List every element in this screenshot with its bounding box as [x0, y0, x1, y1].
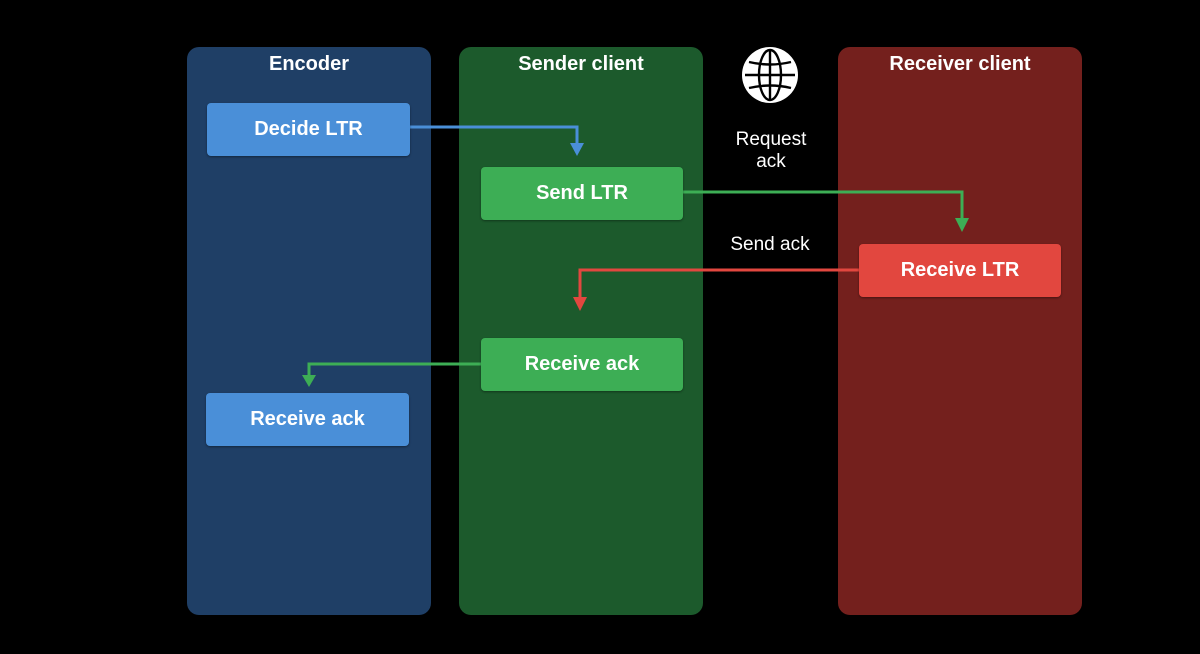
arrowhead-receive-ltr-to-receive-ack [573, 297, 587, 311]
arrow-receive-ltr-to-receive-ack [578, 268, 859, 300]
arrowhead-sender-ack-to-encoder-ack [302, 375, 316, 387]
box-send-ltr: Send LTR [481, 167, 683, 220]
label-request-ack: Request ack [735, 129, 807, 172]
lane-title-encoder: Encoder [268, 53, 350, 75]
box-decide-ltr: Decide LTR [207, 103, 410, 156]
box-receive-ltr: Receive LTR [859, 244, 1061, 297]
lane-title-receiver-client: Receiver client [889, 53, 1031, 75]
arrowhead-send-to-receive-ltr [955, 218, 969, 232]
box-receive-ack-sender: Receive ack [481, 338, 683, 391]
lane-title-sender-client: Sender client [518, 53, 644, 75]
label-send-ack: Send ack [730, 234, 810, 255]
lane-sender-client: Sender client [459, 47, 703, 615]
arrow-decide-to-send [410, 125, 579, 148]
arrow-sender-ack-to-encoder-ack [307, 362, 481, 378]
box-receive-ack-encoder: Receive ack [206, 393, 409, 446]
arrowhead-decide-to-send [570, 143, 584, 156]
globe-icon [742, 47, 798, 103]
arrow-send-to-receive-ltr [683, 190, 964, 222]
lane-receiver-client: Receiver client [838, 47, 1082, 615]
